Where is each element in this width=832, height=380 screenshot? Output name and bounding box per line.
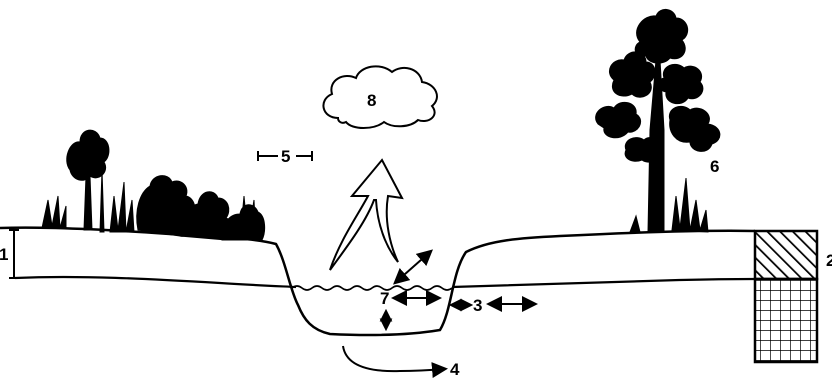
label-2: 2 bbox=[826, 251, 832, 270]
arrow-up-icon bbox=[329, 158, 404, 271]
label-8: 8 bbox=[367, 91, 376, 110]
layer-boundary-right bbox=[451, 277, 756, 289]
label-1: 1 bbox=[0, 245, 8, 264]
surface-exchange-arrow bbox=[393, 249, 433, 285]
hatched-block bbox=[753, 229, 819, 281]
cloud-icon bbox=[322, 65, 438, 129]
tree-icon bbox=[595, 9, 721, 233]
peat-layer-bracket bbox=[9, 229, 19, 279]
label-5: 5 bbox=[281, 147, 290, 166]
label-3: 3 bbox=[473, 296, 482, 315]
label-7: 7 bbox=[380, 289, 389, 308]
shrub-icon bbox=[41, 129, 266, 241]
seepage-arrow bbox=[342, 345, 448, 378]
label-4: 4 bbox=[450, 360, 460, 379]
label-6: 6 bbox=[710, 157, 719, 176]
layer-boundary-left bbox=[14, 275, 297, 289]
grid-block bbox=[753, 277, 819, 364]
water-surface bbox=[291, 285, 453, 291]
scale-bar bbox=[257, 151, 313, 161]
